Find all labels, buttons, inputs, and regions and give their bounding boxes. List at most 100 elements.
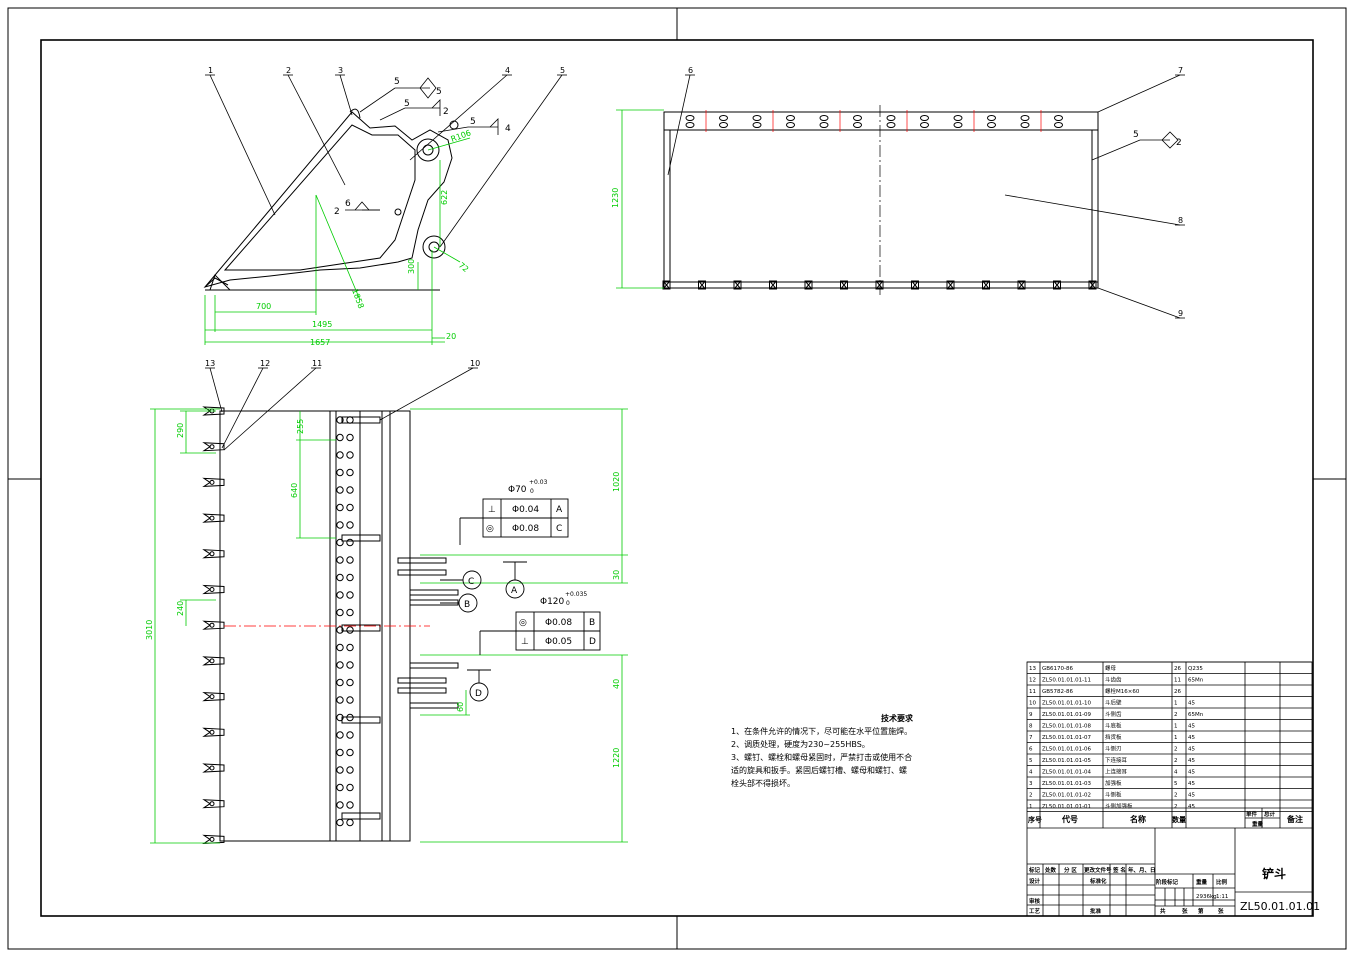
front-hole xyxy=(346,766,354,774)
bom-qty: 2 xyxy=(1174,793,1178,799)
datum-d: D xyxy=(475,689,482,699)
title-block-text: 标记 处数 分 区 更改文件号 签 名 年、月、日 设计 标准化 审核 工艺 批… xyxy=(1028,866,1320,915)
sheet-frame xyxy=(7,7,1347,950)
top-slot xyxy=(752,115,762,121)
top-view-text: 6 7 8 9 5 2 1230 xyxy=(611,66,1183,318)
front-hole xyxy=(336,678,344,687)
front-hole xyxy=(346,608,354,617)
tolerance-text: Φ70 +0.03 0 ⊥ Φ0.04 A ◎ Φ0.08 C Φ120 +0.… xyxy=(464,479,596,699)
top-slot xyxy=(953,115,963,121)
bom-name: 斗侧板 xyxy=(1105,791,1122,799)
side-view-leaders xyxy=(205,74,567,248)
top-slot xyxy=(685,115,695,121)
front-view-text: 13 12 11 10 xyxy=(205,359,480,368)
hole2-tol-low: 0 xyxy=(566,600,570,607)
side-view-text: 1 2 3 4 5 5 5 5 2 2 6 5 4 xyxy=(208,66,565,217)
bom-qty: 2 xyxy=(1174,712,1178,718)
bom-name: 螺栓M16×60 xyxy=(1105,687,1140,695)
top-tooth xyxy=(769,280,777,290)
bom-name: 斗侧加强板 xyxy=(1105,802,1133,810)
front-hole xyxy=(346,521,354,529)
leader-6: 6 xyxy=(688,66,693,75)
top-weld-b: 2 xyxy=(1176,138,1182,148)
front-tooth-bolt xyxy=(209,836,215,842)
datum-c: C xyxy=(468,577,474,587)
top-weld-a: 5 xyxy=(1133,130,1139,140)
bom-mat: 45 xyxy=(1188,701,1195,707)
bom-name: 斗侧刃 xyxy=(1105,745,1122,753)
top-tooth xyxy=(911,280,919,290)
dim-700: 700 xyxy=(256,302,271,311)
tb-scale: 比例 xyxy=(1216,878,1228,886)
frame1-sym2: ◎ xyxy=(486,524,494,534)
bom-code: ZL50.01.01.01-01 xyxy=(1042,804,1091,810)
front-hole xyxy=(346,643,354,652)
bom-mat: 45 xyxy=(1188,804,1195,810)
front-ear xyxy=(341,812,381,820)
bom-h-no: 序号 xyxy=(1027,815,1042,824)
frame2-ref1: B xyxy=(589,618,595,628)
top-slot xyxy=(719,122,728,128)
frame1-ref1: A xyxy=(556,505,563,515)
top-slot xyxy=(819,115,829,121)
front-lug xyxy=(397,687,447,694)
front-hole xyxy=(336,696,344,704)
bom-table xyxy=(1026,661,1313,917)
front-lug xyxy=(397,677,447,684)
bom-h-total: 总计 xyxy=(1264,810,1276,818)
bom-no: 10 xyxy=(1029,701,1036,707)
front-hole xyxy=(336,573,344,582)
bom-h-note: 备注 xyxy=(1286,814,1303,824)
hole1-tol: +0.03 xyxy=(529,479,548,486)
frame1-ref2: C xyxy=(556,524,562,534)
top-tooth-cross xyxy=(699,281,705,289)
bom-mat: 45 xyxy=(1188,747,1195,753)
top-tooth-cross xyxy=(947,281,954,289)
front-hole xyxy=(346,451,354,459)
bom-no: 11 xyxy=(1029,689,1036,695)
front-hole xyxy=(346,661,354,669)
bom-no: 1 xyxy=(1029,804,1033,810)
front-hole xyxy=(346,503,354,512)
frame2-ref2: D xyxy=(589,637,596,647)
top-tooth-cross xyxy=(770,281,776,289)
bom-no: 7 xyxy=(1029,735,1033,741)
front-hole xyxy=(346,818,354,827)
top-slot xyxy=(886,122,896,128)
frame2-val2: Φ0.05 xyxy=(545,637,572,647)
front-view-leaders xyxy=(205,367,478,451)
dim-255: 255 xyxy=(296,419,305,434)
top-view xyxy=(662,105,1099,295)
top-tooth xyxy=(982,280,990,290)
bom-no: 4 xyxy=(1029,770,1033,776)
top-tooth xyxy=(662,280,671,290)
top-tooth xyxy=(875,280,884,290)
front-hole xyxy=(336,556,344,564)
bom-mat: Q235 xyxy=(1188,666,1203,672)
bom-code: ZL50.01.01.01-07 xyxy=(1042,735,1092,741)
front-hole xyxy=(336,591,344,599)
front-lug xyxy=(409,599,459,606)
tb-weight-val: 2936kg xyxy=(1196,894,1217,900)
front-ear xyxy=(341,624,381,632)
front-hole xyxy=(346,416,354,424)
bom-code: ZL50.01.01.01-09 xyxy=(1042,712,1092,718)
dim-1657: 1657 xyxy=(310,338,330,347)
weld-2b: 2 xyxy=(443,107,449,117)
front-tooth-bolt xyxy=(209,729,215,735)
dim-240: 240 xyxy=(176,601,185,616)
front-hole xyxy=(336,626,344,634)
hole1-tol-low: 0 xyxy=(530,488,534,495)
top-tooth-cross xyxy=(805,281,812,289)
top-slot xyxy=(786,115,795,121)
tech-req-line-3: 3、螺钉、螺栓和螺母紧固时，严禁打击或使用不合 xyxy=(731,753,913,762)
front-tooth xyxy=(202,549,225,559)
bom-no: 13 xyxy=(1029,666,1036,672)
leader-13: 13 xyxy=(205,359,215,368)
front-tooth xyxy=(202,763,225,773)
top-view-leaders xyxy=(667,74,1185,319)
front-hole xyxy=(336,451,344,459)
front-tooth-bolt xyxy=(209,622,215,628)
top-tooth xyxy=(946,280,955,290)
